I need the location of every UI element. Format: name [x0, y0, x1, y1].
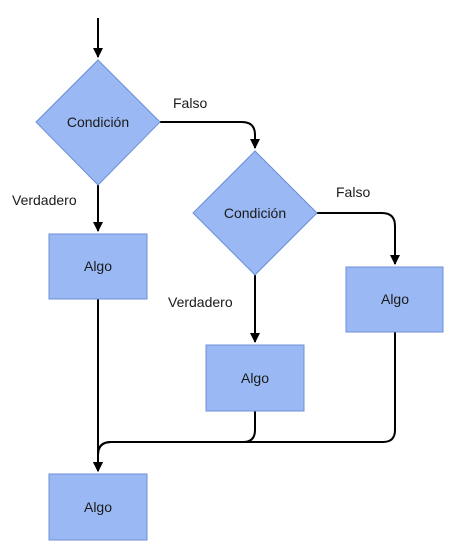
decision-node-2-label: Condición: [224, 205, 286, 221]
process-node-1: Algo: [48, 233, 148, 300]
edge-cond2-false: [317, 212, 400, 265]
process-node-3: Algo: [345, 266, 444, 333]
process-node-3-label: Algo: [381, 291, 409, 307]
decision-node-1: Condición: [35, 59, 161, 186]
label-cond1-true: Verdadero: [12, 192, 77, 208]
process-node-final: Algo: [48, 473, 148, 541]
decision-node-2: Condición: [192, 150, 318, 276]
label-cond2-false: Falso: [336, 184, 370, 200]
decision-node-1-label: Condición: [67, 114, 129, 130]
label-cond2-true: Verdadero: [168, 294, 233, 310]
edge-action3-to-final: [93, 332, 396, 472]
edge-cond1-false: [160, 121, 260, 149]
process-node-2-label: Algo: [241, 370, 269, 386]
process-node-final-label: Algo: [84, 499, 112, 515]
label-cond1-false: Falso: [173, 95, 207, 111]
process-node-2: Algo: [205, 344, 305, 412]
process-node-1-label: Algo: [84, 258, 112, 274]
